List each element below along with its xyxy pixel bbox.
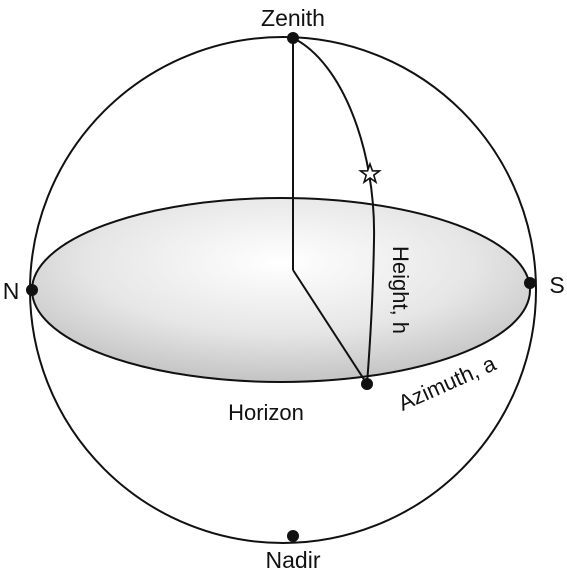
nadir-label: Nadir [266, 547, 321, 573]
north-point [26, 284, 38, 296]
zenith-point [287, 32, 299, 44]
south-point [524, 277, 536, 289]
horizon-plane [31, 197, 531, 383]
height-label: Height, h [388, 246, 413, 334]
zenith-label: Zenith [261, 5, 325, 31]
south-label: S [549, 272, 564, 298]
nadir-point [287, 530, 299, 542]
star-foot-point [361, 378, 373, 390]
star-icon [358, 161, 382, 185]
vertical-circle-arc [292, 37, 376, 385]
horizon-label: Horizon [228, 400, 304, 425]
north-label: N [3, 278, 20, 304]
azimuth-radius-line [292, 269, 368, 385]
